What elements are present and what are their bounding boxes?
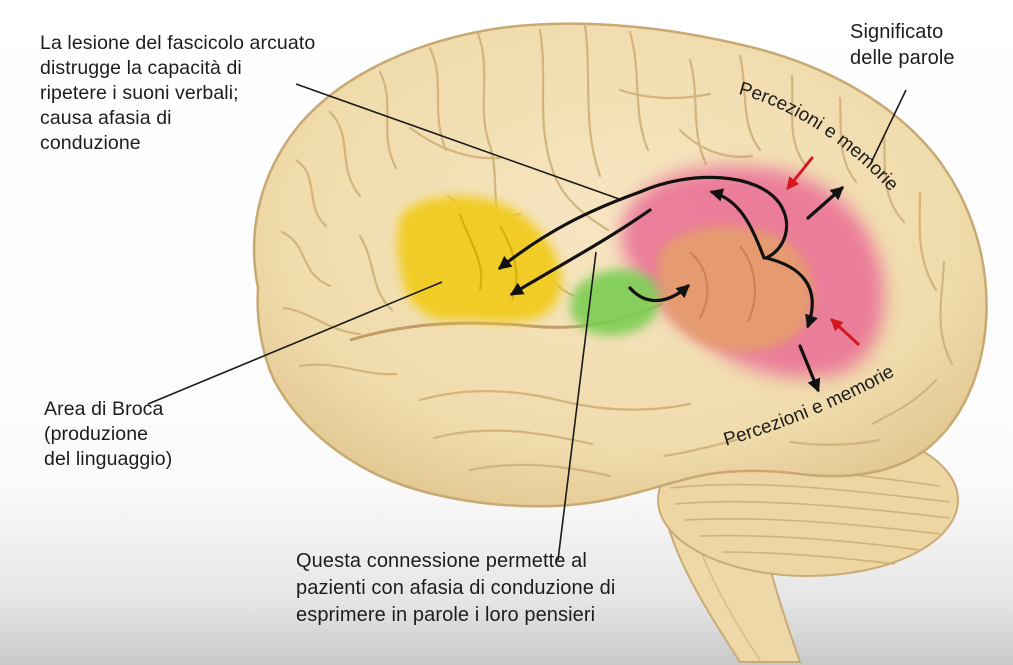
label-line: conduzione: [40, 132, 141, 154]
label-connessione: Questa connessione permette al pazienti …: [296, 548, 615, 629]
arrow-down-out: [798, 344, 821, 393]
red-arrow-lower: [830, 318, 860, 346]
label-line: Area di Broca: [44, 398, 164, 420]
arrow-to-broca-lower: [509, 208, 652, 296]
pathway-arrows: [497, 175, 845, 393]
label-line: La lesione del fascicolo arcuato: [40, 32, 316, 54]
label-line: del linguaggio): [44, 448, 173, 470]
label-line: esprimere in parole i loro pensieri: [296, 604, 596, 626]
red-arrow-upper: [786, 156, 814, 190]
label-line: pazienti con afasia di conduzione di: [296, 577, 616, 599]
leader-lines: [147, 83, 907, 561]
label-line: distrugge la capacità di: [40, 57, 242, 79]
arrow-to-temporal: [764, 256, 818, 329]
angular-area: [570, 269, 660, 336]
arrow-up-out: [806, 186, 845, 220]
leader-line-fascicolo: [295, 83, 623, 201]
label-line: causa afasia di: [40, 107, 172, 129]
arrow-angular: [628, 284, 690, 303]
arcuate-loop: [638, 175, 789, 260]
label-line: delle parole: [850, 47, 955, 69]
gyri: [280, 24, 954, 478]
label-area-broca: Area di Broca (produzione del linguaggio…: [44, 397, 172, 472]
label-line: Questa connessione permette al: [296, 550, 587, 572]
leader-line-broca: [147, 281, 443, 405]
arrow-to-broca-upper: [497, 190, 642, 270]
label-line: Significato: [850, 21, 944, 43]
label-significato-parole: Significato delle parole: [850, 19, 955, 71]
leader-line-significato: [869, 89, 907, 166]
arrow-loop-inner: [709, 188, 766, 260]
label-line: (produzione: [44, 423, 149, 445]
label-line: ripetere i suoni verbali;: [40, 82, 239, 104]
leader-line-connessione: [557, 251, 597, 561]
label-fascicolo-arcuato: La lesione del fascicolo arcuato distrug…: [40, 31, 315, 156]
input-arrows: [786, 156, 860, 346]
